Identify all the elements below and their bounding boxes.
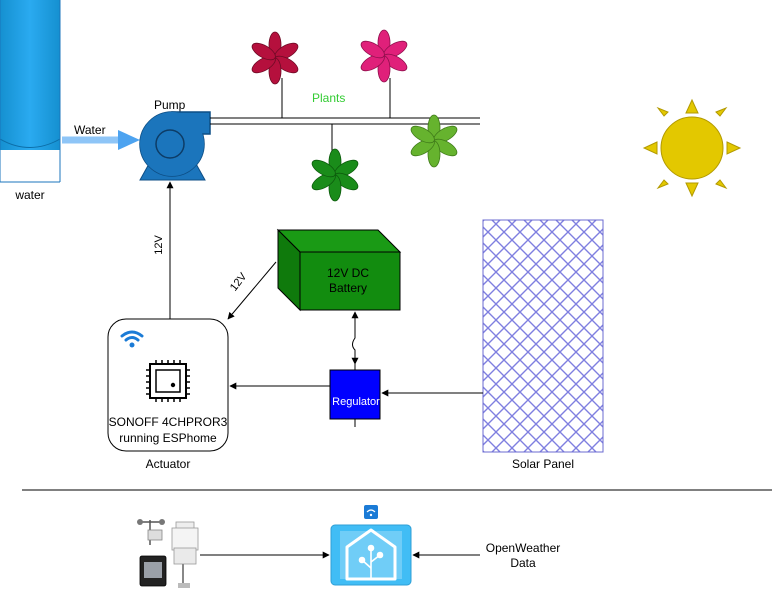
- wifi-icon: [120, 330, 144, 348]
- battery-box: [276, 228, 402, 312]
- chip-icon: [146, 360, 190, 402]
- solar-panel: [482, 219, 604, 453]
- plant-icon: [308, 148, 362, 202]
- home-assistant-icon: [330, 505, 412, 586]
- weather-station-icon: [137, 519, 199, 588]
- battery-label-line1: 12V DC: [327, 266, 369, 280]
- openweather-label-line2: Data: [510, 556, 536, 570]
- controller-label-line1: SONOFF 4CHPROR3: [109, 415, 228, 429]
- water-tank-icon: [0, 0, 61, 183]
- plant-icon: [357, 29, 411, 83]
- openweather-label-line1: OpenWeather: [486, 541, 561, 555]
- battery-voltage-label: 12V: [228, 270, 250, 293]
- water-flow-label: Water: [74, 123, 106, 137]
- regulator-label: Regulator: [332, 396, 380, 408]
- sun-icon: [642, 98, 742, 198]
- water-flow-arrow: [62, 130, 140, 150]
- pump-icon: [139, 111, 211, 181]
- regulator-box: [329, 364, 381, 427]
- plant-icon: [407, 114, 461, 168]
- power-connections: [166, 181, 483, 397]
- plant-icon: [248, 31, 302, 85]
- actuator-label: Actuator: [146, 457, 191, 471]
- pump-label: Pump: [154, 98, 186, 112]
- solar-panel-label: Solar Panel: [512, 457, 574, 471]
- pump-voltage-label: 12V: [153, 235, 165, 255]
- actuator-box: [107, 318, 229, 452]
- battery-label-line2: Battery: [329, 281, 367, 295]
- plants-label: Plants: [312, 91, 345, 105]
- controller-label-line2: running ESPhome: [119, 431, 217, 445]
- water-tank-label: water: [14, 188, 44, 202]
